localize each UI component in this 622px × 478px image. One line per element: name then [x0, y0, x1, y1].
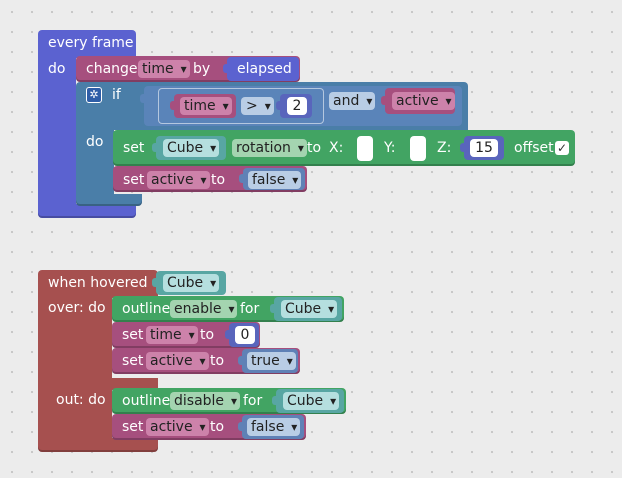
set-time-var-dropdown[interactable]: time [146, 326, 198, 344]
set-active-true-to-label: to [210, 353, 225, 369]
y-value-field[interactable] [410, 136, 426, 161]
set-active-set-label: set [123, 172, 145, 188]
and-right-connector [381, 96, 386, 105]
offset-label: offset [514, 140, 554, 156]
when-hovered-hat[interactable] [38, 270, 158, 298]
and-right-var-dropdown[interactable]: active [392, 92, 455, 110]
rotation-object-dropdown[interactable]: Cube [163, 139, 220, 157]
every-frame-footer [38, 204, 136, 218]
y-label: Y: [384, 140, 396, 156]
outline-enable-mode-dropdown[interactable]: enable [170, 300, 238, 318]
true-bool-dropdown[interactable]: true [247, 352, 296, 370]
every-frame-label: every frame [48, 35, 134, 51]
outline-disable-for-label: for [243, 393, 263, 409]
outline-disable-mode-dropdown[interactable]: disable [170, 392, 241, 410]
offset-check-icon[interactable]: ✓ [555, 141, 569, 155]
false-bool-dropdown[interactable]: false [248, 171, 302, 189]
if-block-arm [76, 128, 114, 198]
false-bool-connector [239, 174, 244, 183]
change-by-label: by [193, 61, 211, 77]
set-time-number-connector [225, 330, 230, 339]
z-value-field[interactable]: 15 [470, 139, 498, 157]
compare-var-dropdown[interactable]: time [180, 97, 232, 115]
set-time-set-label: set [122, 327, 144, 343]
if-do-label: do [86, 134, 104, 150]
compare-var-connector [170, 101, 175, 110]
set-rotation-to-label: to [307, 140, 322, 156]
compare-op-dropdown[interactable]: > [241, 97, 274, 115]
and-op-dropdown[interactable]: and [329, 92, 376, 110]
when-hovered-body [38, 296, 112, 444]
outline-disable-connector [272, 396, 277, 405]
outline-disable-label: outline [122, 393, 171, 409]
out-set-active-var-dropdown[interactable]: active [146, 418, 209, 436]
if-label: if [112, 87, 121, 103]
outline-disable-object-dropdown[interactable]: Cube [283, 392, 340, 410]
out-set-active-set-label: set [122, 419, 144, 435]
hover-object-dropdown[interactable]: Cube [163, 274, 220, 292]
elapsed-block[interactable] [223, 57, 299, 81]
set-active-to-label: to [211, 172, 226, 188]
set-active-var-dropdown[interactable]: active [147, 171, 210, 189]
x-value-field[interactable] [357, 136, 373, 161]
over-do-label: over: do [48, 300, 106, 316]
out-false-bool-dropdown[interactable]: false [247, 418, 301, 436]
compare-number-field[interactable]: 2 [287, 97, 307, 115]
every-frame-body [38, 56, 76, 206]
true-bool-connector [238, 356, 243, 365]
set-time-number-field[interactable]: 0 [235, 326, 255, 344]
outline-enable-object-dropdown[interactable]: Cube [281, 300, 338, 318]
change-var-dropdown[interactable]: time [138, 60, 190, 78]
set-active-true-var-dropdown[interactable]: active [146, 352, 209, 370]
elapsed-label: elapsed [237, 61, 292, 77]
z-number-connector [460, 143, 465, 152]
z-label: Z: [437, 140, 452, 156]
outline-enable-connector [270, 304, 275, 313]
when-hovered-middle [38, 378, 158, 390]
hover-object-connector [152, 278, 157, 287]
set-active-true-set-label: set [122, 353, 144, 369]
every-frame-hat[interactable] [38, 30, 136, 58]
change-label: change [86, 61, 138, 77]
mutator-gear-icon[interactable]: ✲ [86, 87, 102, 103]
compare-number-connector [276, 101, 281, 110]
x-label: X: [329, 140, 344, 156]
when-hovered-footer [38, 438, 158, 452]
outline-enable-label: outline [122, 301, 171, 317]
out-false-bool-connector [238, 422, 243, 431]
rotation-object-connector [152, 143, 157, 152]
if-block-footer [76, 194, 142, 206]
every-frame-do-label: do [48, 61, 66, 77]
set-rotation-set-label: set [123, 140, 145, 156]
rotation-prop-dropdown[interactable]: rotation [232, 139, 307, 157]
elapsed-connector [223, 64, 228, 73]
set-time-to-label: to [200, 327, 215, 343]
out-do-label: out: do [56, 392, 106, 408]
when-hovered-label: when hovered [48, 275, 148, 291]
outline-enable-for-label: for [240, 301, 260, 317]
out-set-active-to-label: to [210, 419, 225, 435]
and-connector [140, 94, 145, 103]
